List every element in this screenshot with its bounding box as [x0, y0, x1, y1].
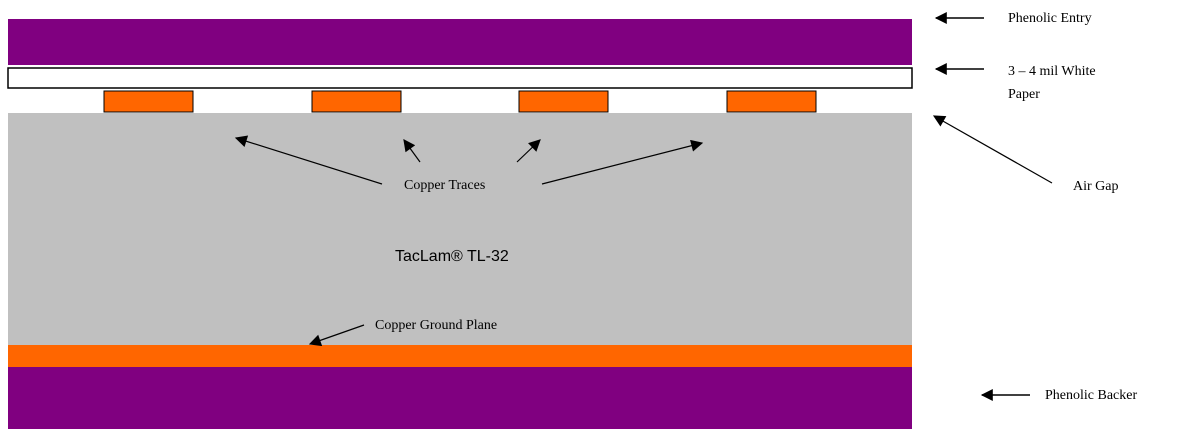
- air-gap-label: Air Gap: [1073, 179, 1119, 194]
- phenolic-entry-layer: [8, 19, 912, 65]
- copper-ground-plane-arrow: [308, 324, 365, 347]
- copper-ground-plane-label: Copper Ground Plane: [375, 318, 497, 333]
- phenolic-backer-label: Phenolic Backer: [1045, 388, 1137, 403]
- copper-traces-arrow: [403, 139, 421, 163]
- copper-traces-label: Copper Traces: [404, 178, 485, 193]
- phenolic-backer-layer: [8, 367, 912, 429]
- white-paper-label: 3 – 4 mil White: [1008, 64, 1096, 79]
- copper-trace: [518, 90, 609, 113]
- copper-traces-arrow: [516, 139, 541, 163]
- white-paper-label-line2: Paper: [1008, 87, 1040, 102]
- air-gap-arrow: [932, 115, 1053, 184]
- copper-traces-arrow: [234, 135, 383, 185]
- laminate-layer: [8, 113, 912, 345]
- white-paper-layer: [7, 67, 913, 89]
- copper-ground-plane-layer: [8, 345, 912, 367]
- copper-trace: [726, 90, 817, 113]
- copper-trace: [103, 90, 194, 113]
- copper-traces-arrow: [541, 139, 704, 185]
- phenolic-entry-label: Phenolic Entry: [1008, 11, 1092, 26]
- laminate-label: TacLam® TL-32: [395, 248, 509, 265]
- copper-trace: [311, 90, 402, 113]
